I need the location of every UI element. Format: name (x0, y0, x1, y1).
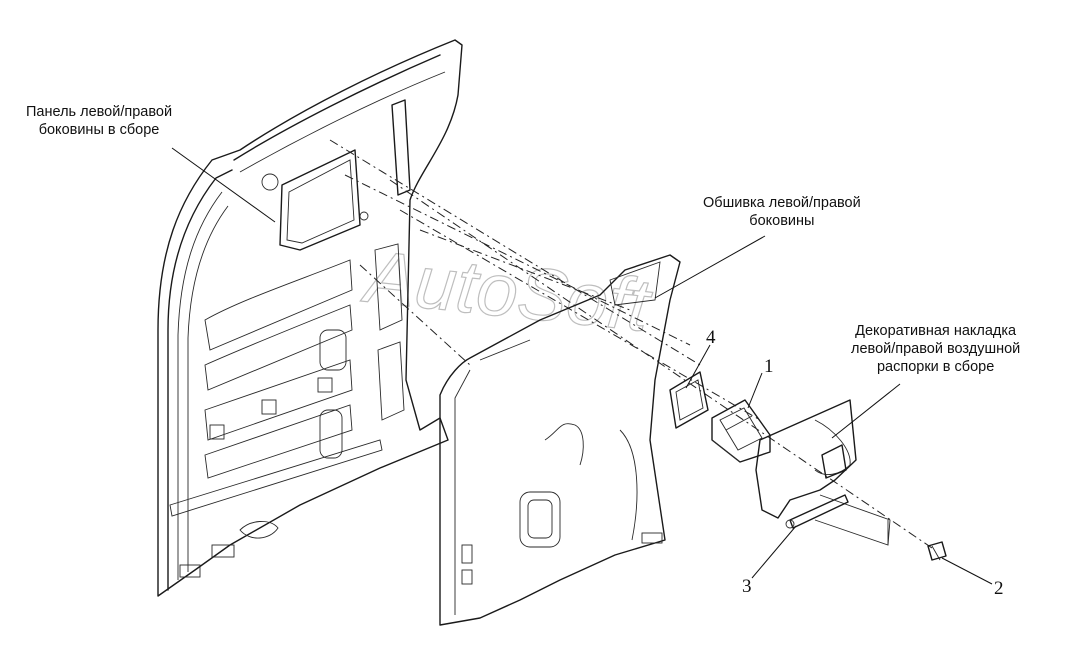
part-1-bracket (711, 399, 771, 463)
side-trim-label-line-2: боковины (749, 213, 815, 229)
decor-cover-assembly (755, 399, 891, 546)
side-panel-label-line-2: боковины в сборе (38, 122, 160, 138)
callout-3: 3 (742, 576, 752, 597)
part-3-rod (785, 494, 849, 529)
decor-cover-label-line-2: левой/правой воздушной (851, 341, 1021, 357)
leader-lines (171, 147, 993, 585)
callout-2: 2 (994, 578, 1004, 599)
side-panel-assembly (157, 39, 463, 597)
decor-cover-label: Декоративная накладка левой/правой возду… (851, 322, 1020, 376)
decor-cover-label-line-3: распорки в сборе (876, 359, 995, 375)
side-trim-label: Обшивка левой/правой боковины (703, 194, 861, 230)
decor-cover-label-line-1: Декоративная накладка (855, 323, 1017, 339)
side-panel-label-line-1: Панель левой/правой (26, 104, 173, 120)
side-panel-label: Панель левой/правой боковины в сборе (26, 103, 172, 139)
side-trim-panel (439, 254, 681, 626)
callout-4: 4 (706, 327, 716, 348)
assembly-axis-lines (329, 139, 936, 551)
callout-1: 1 (764, 356, 774, 377)
part-2-bolt (927, 541, 947, 561)
part-4-plate (669, 371, 709, 429)
side-trim-label-line-1: Обшивка левой/правой (703, 195, 861, 211)
